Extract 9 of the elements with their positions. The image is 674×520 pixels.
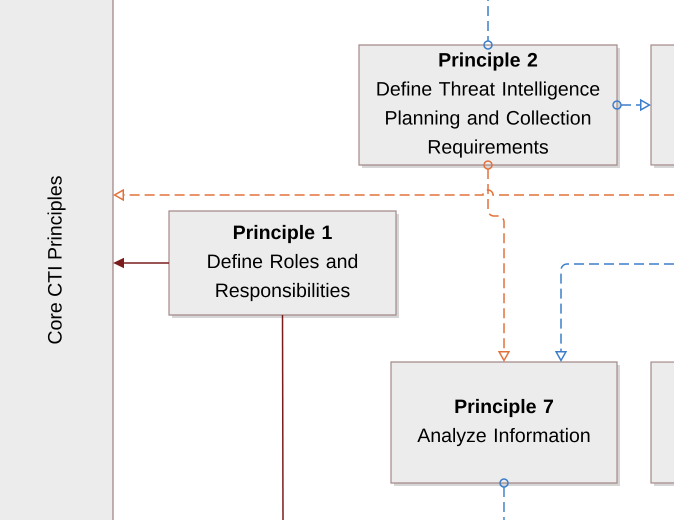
process-box (650, 44, 674, 168)
process-box: Principle 2 Define Threat Intelligence Planning and Collection Requirements (358, 44, 620, 168)
process-box (650, 361, 674, 486)
connector-line (282, 315, 284, 520)
connector-line (483, 0, 493, 50)
swimlane-header: Core CTI Principles (0, 0, 114, 520)
connector-line (499, 478, 509, 520)
process-box: Principle 1 Define Roles and Responsibilities (168, 210, 399, 318)
process-box: Principle 7 Analyze Information (390, 361, 620, 486)
